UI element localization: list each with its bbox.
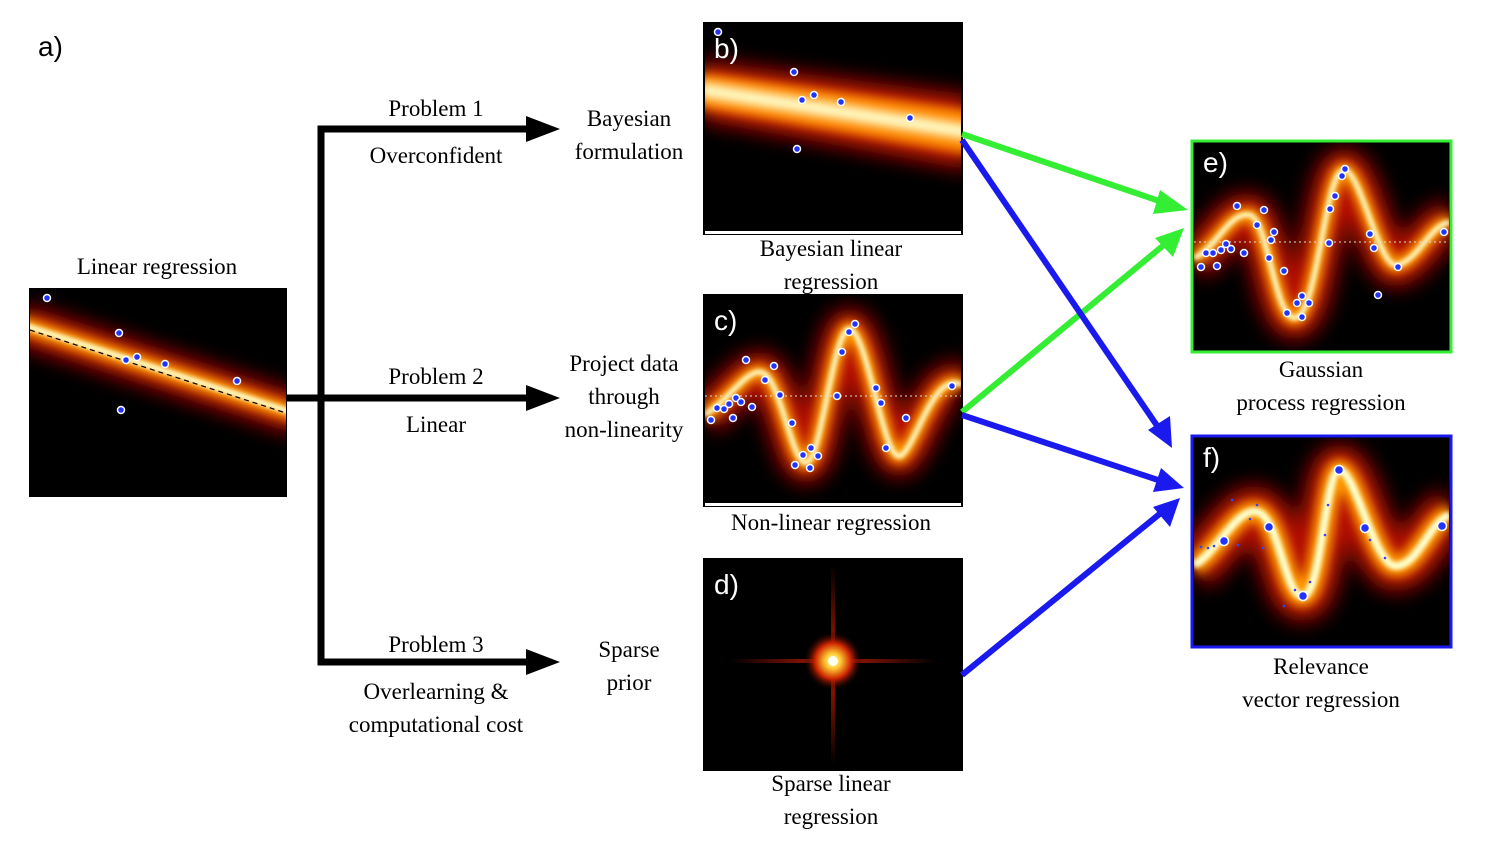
- panel-c-caption: Non-linear regression: [731, 510, 931, 535]
- solution-2-line-1: Project data: [569, 351, 678, 376]
- solution-1-line-2: formulation: [575, 139, 684, 164]
- panel-e-letter: e): [1203, 147, 1228, 178]
- panel-d-caption-line-2: regression: [784, 804, 879, 829]
- blue-arrowheads: [1148, 416, 1184, 527]
- problem-2-subtitle: Linear: [406, 412, 466, 437]
- panel-d: d) Sparse linear regression: [703, 558, 963, 829]
- panel-b: b) Bayesian linear regression: [703, 22, 963, 294]
- solution-3-line-2: prior: [607, 670, 652, 695]
- linear-regression-panel: Linear regression: [29, 254, 287, 497]
- panel-e-points: [1196, 164, 1449, 322]
- solution-2-line-3: non-linearity: [565, 417, 684, 442]
- panel-d-caption-line-1: Sparse linear: [771, 771, 891, 796]
- panel-b-letter: b): [714, 33, 739, 64]
- panel-b-caption-line-2: regression: [784, 269, 879, 294]
- solution-3-line-1: Sparse: [598, 637, 659, 662]
- problem-3-subtitle-line-2: computational cost: [349, 712, 524, 737]
- panel-b-caption-line-1: Bayesian linear: [760, 236, 903, 261]
- branch-arrowheads: [526, 116, 560, 675]
- panel-c: c) Non-linear regression: [703, 294, 963, 535]
- problem-1-title: Problem 1: [388, 96, 483, 121]
- blue-arrows: [959, 138, 1164, 678]
- solution-1-line-1: Bayesian: [587, 106, 672, 131]
- panel-e: e) Gaussian process regression: [1190, 139, 1453, 415]
- linear-points: [42, 293, 242, 415]
- panel-f-caption-line-1: Relevance: [1273, 654, 1369, 679]
- linear-regression-title: Linear regression: [77, 254, 238, 279]
- green-arrowheads: [1153, 190, 1188, 257]
- panel-e-caption-line-2: process regression: [1236, 390, 1406, 415]
- green-arrows: [960, 131, 1169, 415]
- panel-f: f) Relevance vector regression: [1190, 434, 1453, 712]
- problem-branches: [287, 125, 530, 666]
- panel-f-points: [1218, 464, 1448, 602]
- panel-e-caption-line-1: Gaussian: [1279, 357, 1364, 382]
- panel-b-points: [713, 27, 915, 154]
- panel-d-letter: d): [714, 569, 739, 600]
- panel-c-points: [706, 319, 957, 473]
- panel-f-minor-points: [1199, 498, 1387, 608]
- problem-3-title: Problem 3: [388, 632, 483, 657]
- figure-label: a): [38, 31, 63, 62]
- problem-3-subtitle-line-1: Overlearning &: [364, 679, 509, 704]
- panel-f-caption-line-2: vector regression: [1242, 687, 1400, 712]
- solution-2-line-2: through: [588, 384, 660, 409]
- panel-f-letter: f): [1203, 442, 1220, 473]
- problem-1-subtitle: Overconfident: [370, 143, 503, 168]
- panel-c-letter: c): [714, 305, 737, 336]
- problem-2-title: Problem 2: [388, 364, 483, 389]
